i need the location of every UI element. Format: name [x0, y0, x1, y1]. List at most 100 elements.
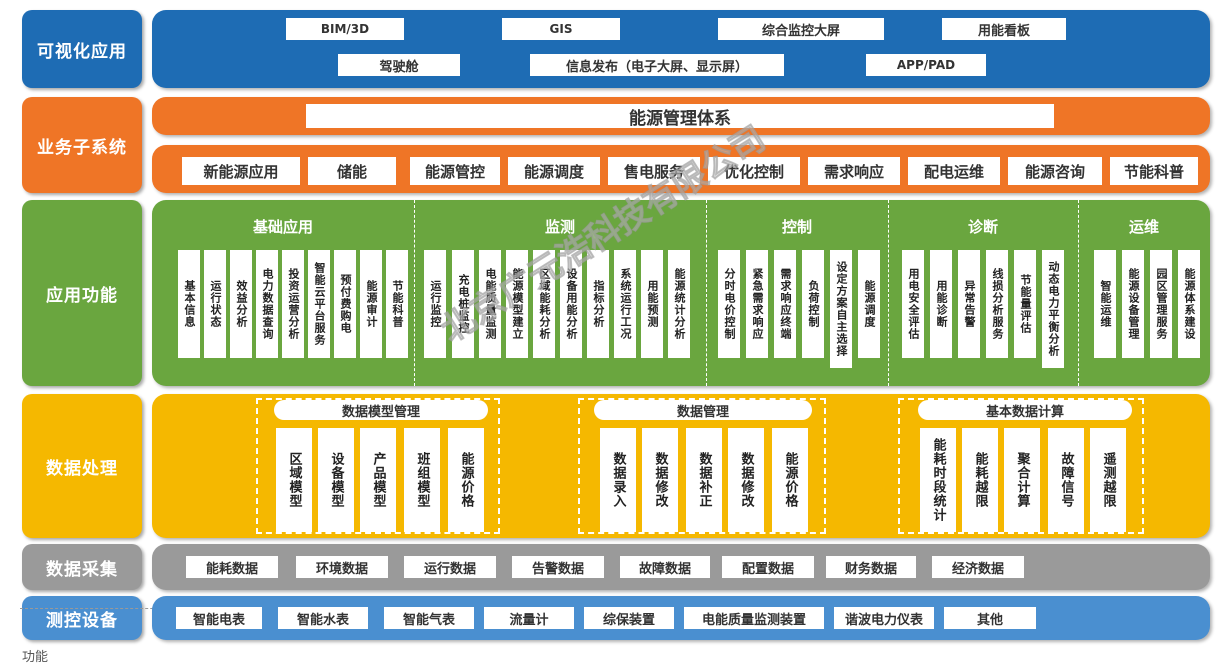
function-box: 运行状态 — [204, 250, 226, 358]
processing-group-calc — [898, 398, 1144, 534]
function-box: 用电安全评估 — [902, 250, 924, 358]
function-box: 节能量评估 — [1014, 250, 1036, 358]
function-box: 用能诊断 — [930, 250, 952, 358]
device-item: 智能电表 — [176, 607, 262, 629]
function-divider-3 — [888, 200, 889, 386]
business-item-electricity-sales: 售电服务 — [608, 157, 700, 185]
business-item-new-energy: 新能源应用 — [182, 157, 300, 185]
function-box: 投资运营分析 — [282, 250, 304, 358]
processing-group-title: 数据模型管理 — [274, 400, 488, 420]
function-box: 能源设备管理 — [1122, 250, 1144, 358]
business-item-optimization: 优化控制 — [708, 157, 800, 185]
function-box: 智能云平台服务 — [308, 250, 330, 358]
function-box: 紧急需求响应 — [746, 250, 768, 358]
function-box: 分时电价控制 — [718, 250, 740, 358]
processing-group-data — [578, 398, 826, 534]
device-item: 智能气表 — [384, 607, 474, 629]
visual-item-cockpit: 驾驶舱 — [338, 54, 460, 76]
function-box: 电力数据查询 — [256, 250, 278, 358]
device-item: 谐波电力仪表 — [834, 607, 934, 629]
function-box: 负荷控制 — [802, 250, 824, 358]
processing-box: 产品模型 — [360, 428, 396, 532]
collection-item: 环境数据 — [296, 556, 388, 578]
processing-box: 区域模型 — [276, 428, 312, 532]
processing-box: 遥测越限 — [1090, 428, 1126, 532]
collection-item: 能耗数据 — [186, 556, 278, 578]
visual-item-energy-board: 用能看板 — [942, 18, 1066, 40]
visual-item-app: APP/PAD — [866, 54, 986, 76]
function-box: 效益分析 — [230, 250, 252, 358]
layer-label-function: 应用功能 — [22, 200, 142, 386]
bottom-text: 功能 — [22, 650, 49, 665]
function-box: 系统运行工况 — [614, 250, 636, 358]
collection-item: 经济数据 — [932, 556, 1024, 578]
processing-box: 能耗越限 — [962, 428, 998, 532]
device-item: 智能水表 — [278, 607, 368, 629]
collection-item: 告警数据 — [512, 556, 604, 578]
collection-item: 配置数据 — [722, 556, 814, 578]
visual-item-monitor-screen: 综合监控大屏 — [718, 18, 884, 40]
segment-title-monitor: 监测 — [544, 218, 575, 236]
function-box: 设定方案自主选择 — [830, 250, 852, 368]
segment-title-basic: 基础应用 — [252, 218, 313, 236]
processing-box: 能源价格 — [772, 428, 808, 532]
segment-title-diagnosis: 诊断 — [967, 218, 998, 236]
layer-label-devices: 测控设备 — [22, 596, 142, 640]
function-box: 基本信息 — [178, 250, 200, 358]
function-box: 智能运维 — [1094, 250, 1116, 358]
layer-label-business: 业务子系统 — [22, 97, 142, 193]
segment-title-om: 运维 — [1128, 218, 1159, 236]
processing-box: 数据修改 — [642, 428, 678, 532]
device-item: 流量计 — [484, 607, 574, 629]
function-box: 线损分析服务 — [986, 250, 1008, 358]
collection-item: 运行数据 — [404, 556, 496, 578]
function-box: 能源体系建设 — [1178, 250, 1200, 358]
business-system-title: 能源管理体系 — [306, 104, 1054, 129]
processing-group-model — [256, 398, 500, 534]
processing-group-title: 数据管理 — [594, 400, 812, 420]
function-box: 能源调度 — [858, 250, 880, 358]
processing-box: 聚合计算 — [1004, 428, 1040, 532]
business-item-storage: 储能 — [308, 157, 396, 185]
function-box: 能源模型建立 — [506, 250, 528, 358]
processing-box: 能耗时段统计 — [920, 428, 956, 532]
function-box: 电能质量监测 — [479, 250, 501, 358]
business-item-consulting: 能源咨询 — [1008, 157, 1102, 185]
processing-box: 数据录入 — [600, 428, 636, 532]
visual-item-info-release: 信息发布（电子大屏、显示屏） — [530, 54, 784, 76]
business-item-energy-control: 能源管控 — [410, 157, 500, 185]
function-box: 充电桩监控 — [452, 250, 474, 358]
processing-box: 班组模型 — [404, 428, 440, 532]
function-box: 运行监控 — [424, 250, 446, 358]
function-box: 能源审计 — [360, 250, 382, 358]
function-box: 节能科普 — [386, 250, 408, 358]
collection-item: 故障数据 — [620, 556, 710, 578]
segment-title-control: 控制 — [781, 218, 812, 236]
visual-item-gis: GIS — [502, 18, 620, 40]
function-box: 设备用能分析 — [560, 250, 582, 358]
function-box: 区域能耗分析 — [533, 250, 555, 358]
processing-group-title: 基本数据计算 — [918, 400, 1132, 420]
processing-box: 数据修改 — [728, 428, 764, 532]
device-item: 其他 — [944, 607, 1036, 629]
business-item-demand-response: 需求响应 — [808, 157, 900, 185]
function-divider-4 — [1078, 200, 1079, 386]
function-box: 园区管理服务 — [1150, 250, 1172, 358]
device-item: 综保装置 — [584, 607, 674, 629]
processing-box: 故障信号 — [1048, 428, 1084, 532]
function-divider-1 — [414, 200, 415, 386]
function-box: 需求响应终端 — [774, 250, 796, 358]
business-item-dispatch: 能源调度 — [508, 157, 600, 185]
function-box: 预付费购电 — [334, 250, 356, 358]
collection-item: 财务数据 — [826, 556, 916, 578]
business-item-distribution-om: 配电运维 — [908, 157, 1000, 185]
layer-label-collection: 数据采集 — [22, 544, 142, 590]
layer-label-visual: 可视化应用 — [22, 10, 142, 88]
function-divider-2 — [706, 200, 707, 386]
function-box: 动态电力平衡分析 — [1042, 250, 1064, 368]
business-item-energy-saving: 节能科普 — [1110, 157, 1198, 185]
layer-label-processing: 数据处理 — [22, 394, 142, 538]
function-box: 异常告警 — [958, 250, 980, 358]
visual-item-bim: BIM/3D — [286, 18, 404, 40]
processing-box: 数据补正 — [686, 428, 722, 532]
